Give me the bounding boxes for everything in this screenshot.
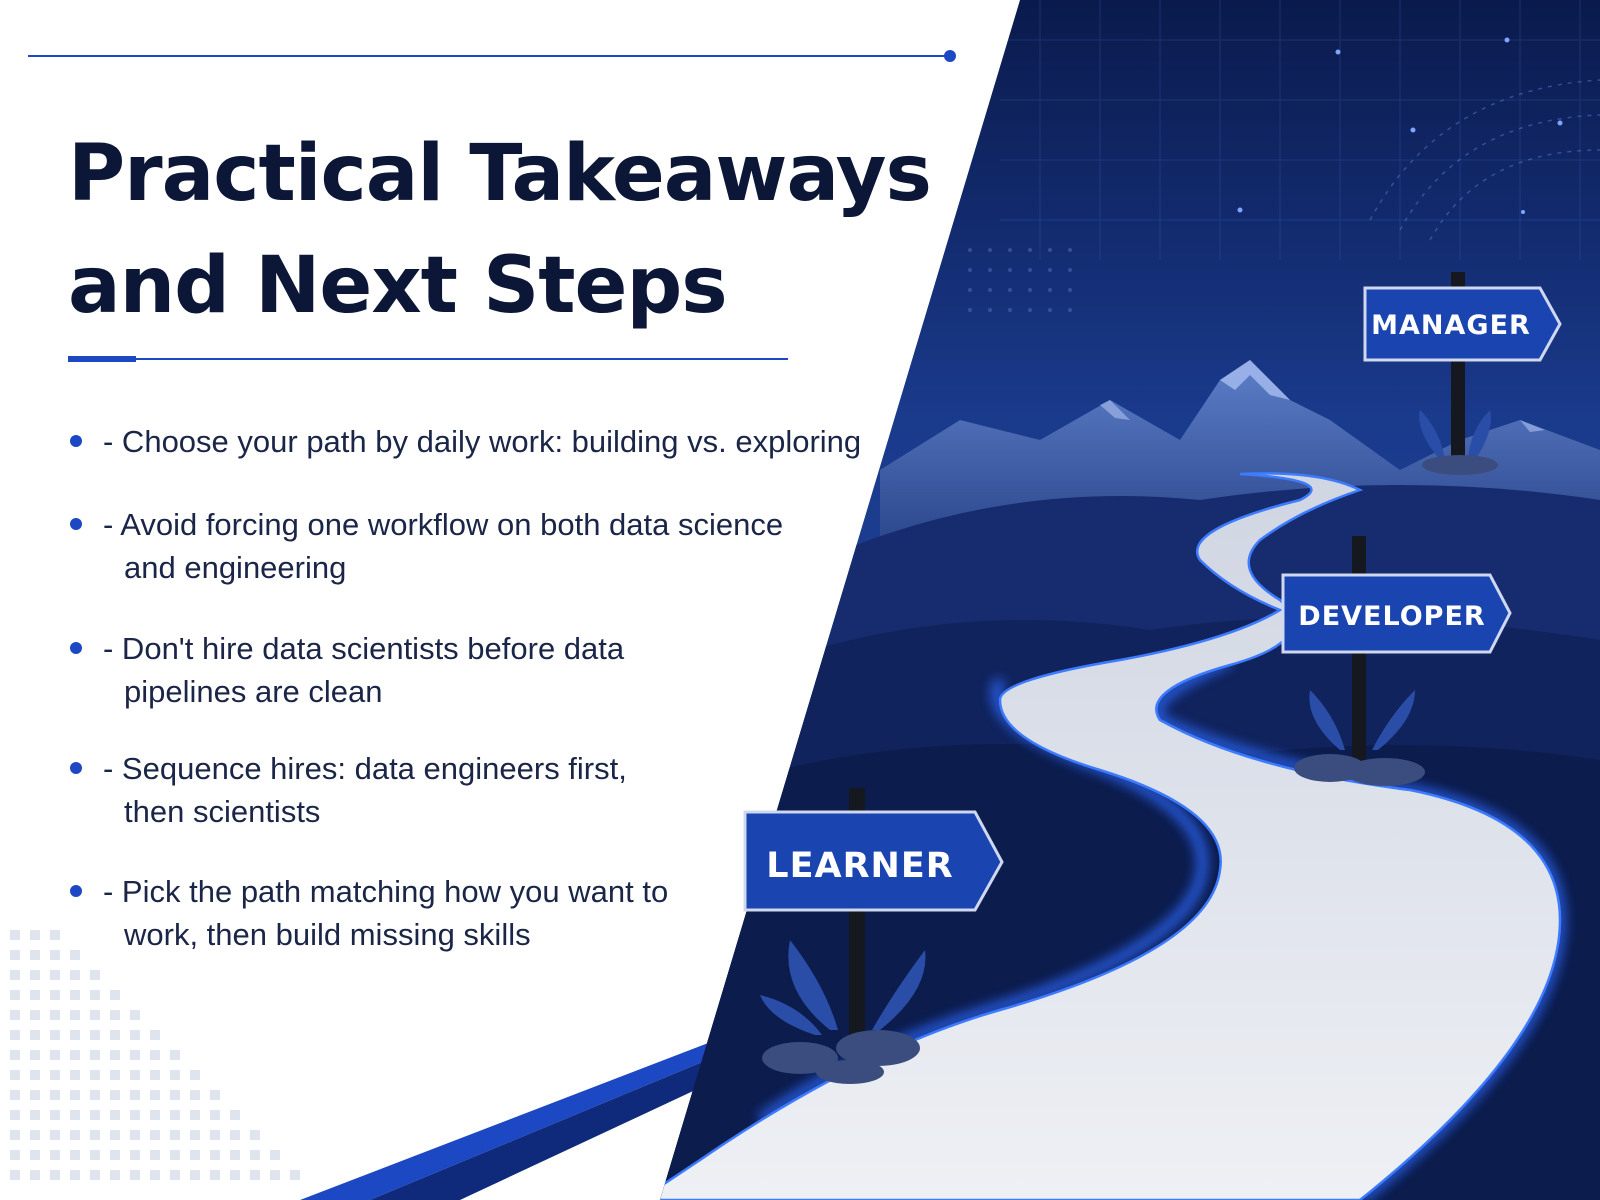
- rocks-icon: [1294, 754, 1425, 786]
- sign-developer-label: DEVELOPER: [1298, 601, 1485, 632]
- plant-icon: [1309, 690, 1415, 750]
- sky-grid: [1000, 0, 1600, 260]
- dashed-arcs: [1369, 79, 1600, 241]
- sign-learner: LEARNER: [743, 810, 1004, 912]
- sign-manager: MANAGER: [1363, 286, 1562, 362]
- title-underline-accent: [68, 356, 136, 362]
- stars-icon: [1237, 37, 1563, 214]
- plant-icon: [1419, 410, 1491, 460]
- accent-stripe-dark: [370, 1058, 712, 1200]
- takeaway-item: - Sequence hires: data engineers first, …: [70, 747, 810, 833]
- accent-stripe: [300, 1040, 716, 1200]
- rocks-icon: [762, 1030, 920, 1084]
- takeaway-text-continued: pipelines are clean: [124, 674, 383, 709]
- takeaway-text-continued: and engineering: [124, 550, 347, 585]
- sign-manager-label: MANAGER: [1371, 310, 1531, 341]
- takeaway-text: - Pick the path matching how you want to: [103, 874, 669, 909]
- bullet-dot-icon: [70, 518, 82, 530]
- sky-dot-block: [968, 248, 1072, 312]
- takeaway-text-continued: then scientists: [124, 794, 321, 829]
- page-title-line-2: and Next Steps: [68, 241, 728, 331]
- bullet-dot-icon: [70, 885, 82, 897]
- takeaway-item: - Avoid forcing one workflow on both dat…: [70, 503, 810, 589]
- takeaway-text: - Don't hire data scientists before data: [103, 631, 625, 666]
- takeaway-text: - Choose your path by daily work: buildi…: [103, 424, 862, 459]
- bullet-dot-icon: [70, 435, 82, 447]
- bullet-dot-icon: [70, 642, 82, 654]
- sign-learner-label: LEARNER: [766, 846, 953, 886]
- bullet-dot-icon: [70, 762, 82, 774]
- takeaway-item: - Pick the path matching how you want to…: [70, 870, 810, 956]
- takeaway-text-continued: work, then build missing skills: [124, 917, 531, 952]
- page-title-line-1: Practical Takeaways: [68, 129, 932, 219]
- plant-icon: [760, 940, 926, 1035]
- takeaway-text: - Sequence hires: data engineers first,: [103, 751, 627, 786]
- takeaway-text: - Avoid forcing one workflow on both dat…: [103, 507, 784, 542]
- top-rule: [28, 55, 950, 57]
- takeaway-item: - Choose your path by daily work: buildi…: [70, 420, 862, 463]
- title-underline: [68, 358, 788, 360]
- sign-developer: DEVELOPER: [1281, 573, 1512, 654]
- page-title: Practical Takeaways and Next Steps: [68, 118, 932, 342]
- takeaway-item: - Don't hire data scientists before data…: [70, 627, 810, 713]
- rocks-icon: [1422, 455, 1498, 475]
- top-rule-dot: [944, 50, 956, 62]
- dot-pattern: [10, 930, 300, 1180]
